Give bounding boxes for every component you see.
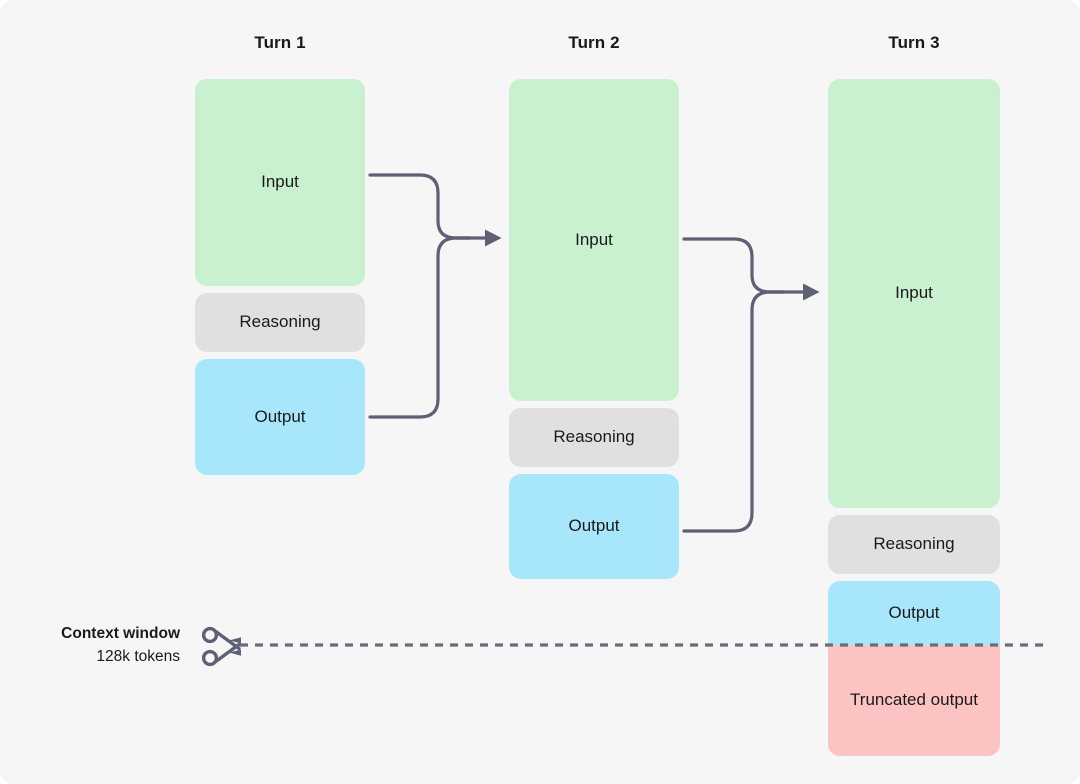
scissors-icon bbox=[201, 626, 241, 667]
turn2-reasoning-block: Reasoning bbox=[509, 408, 679, 467]
context-window-label: Context window 128k tokens bbox=[0, 622, 180, 669]
turn3-truncated-output-block: Truncated output bbox=[828, 645, 1000, 756]
turn1-reasoning-block: Reasoning bbox=[195, 293, 365, 352]
turn2-output-block: Output bbox=[509, 474, 679, 579]
connector-turn1-to-turn2 bbox=[368, 173, 502, 419]
context-window-subtitle: 128k tokens bbox=[96, 648, 180, 666]
turn2-input-block: Input bbox=[509, 79, 679, 401]
connector-turn2-to-turn3 bbox=[682, 237, 820, 533]
turn3-output-block: Output bbox=[828, 581, 1000, 645]
turn3-reasoning-block: Reasoning bbox=[828, 515, 1000, 574]
turn1-input-block: Input bbox=[195, 79, 365, 286]
turn1-output-block: Output bbox=[195, 359, 365, 475]
turn-header-1: Turn 1 bbox=[254, 33, 306, 52]
turn3-input-block: Input bbox=[828, 79, 1000, 508]
turn-header-2: Turn 2 bbox=[568, 33, 620, 52]
context-window-title: Context window bbox=[61, 625, 180, 642]
turn-header-3: Turn 3 bbox=[888, 33, 940, 52]
